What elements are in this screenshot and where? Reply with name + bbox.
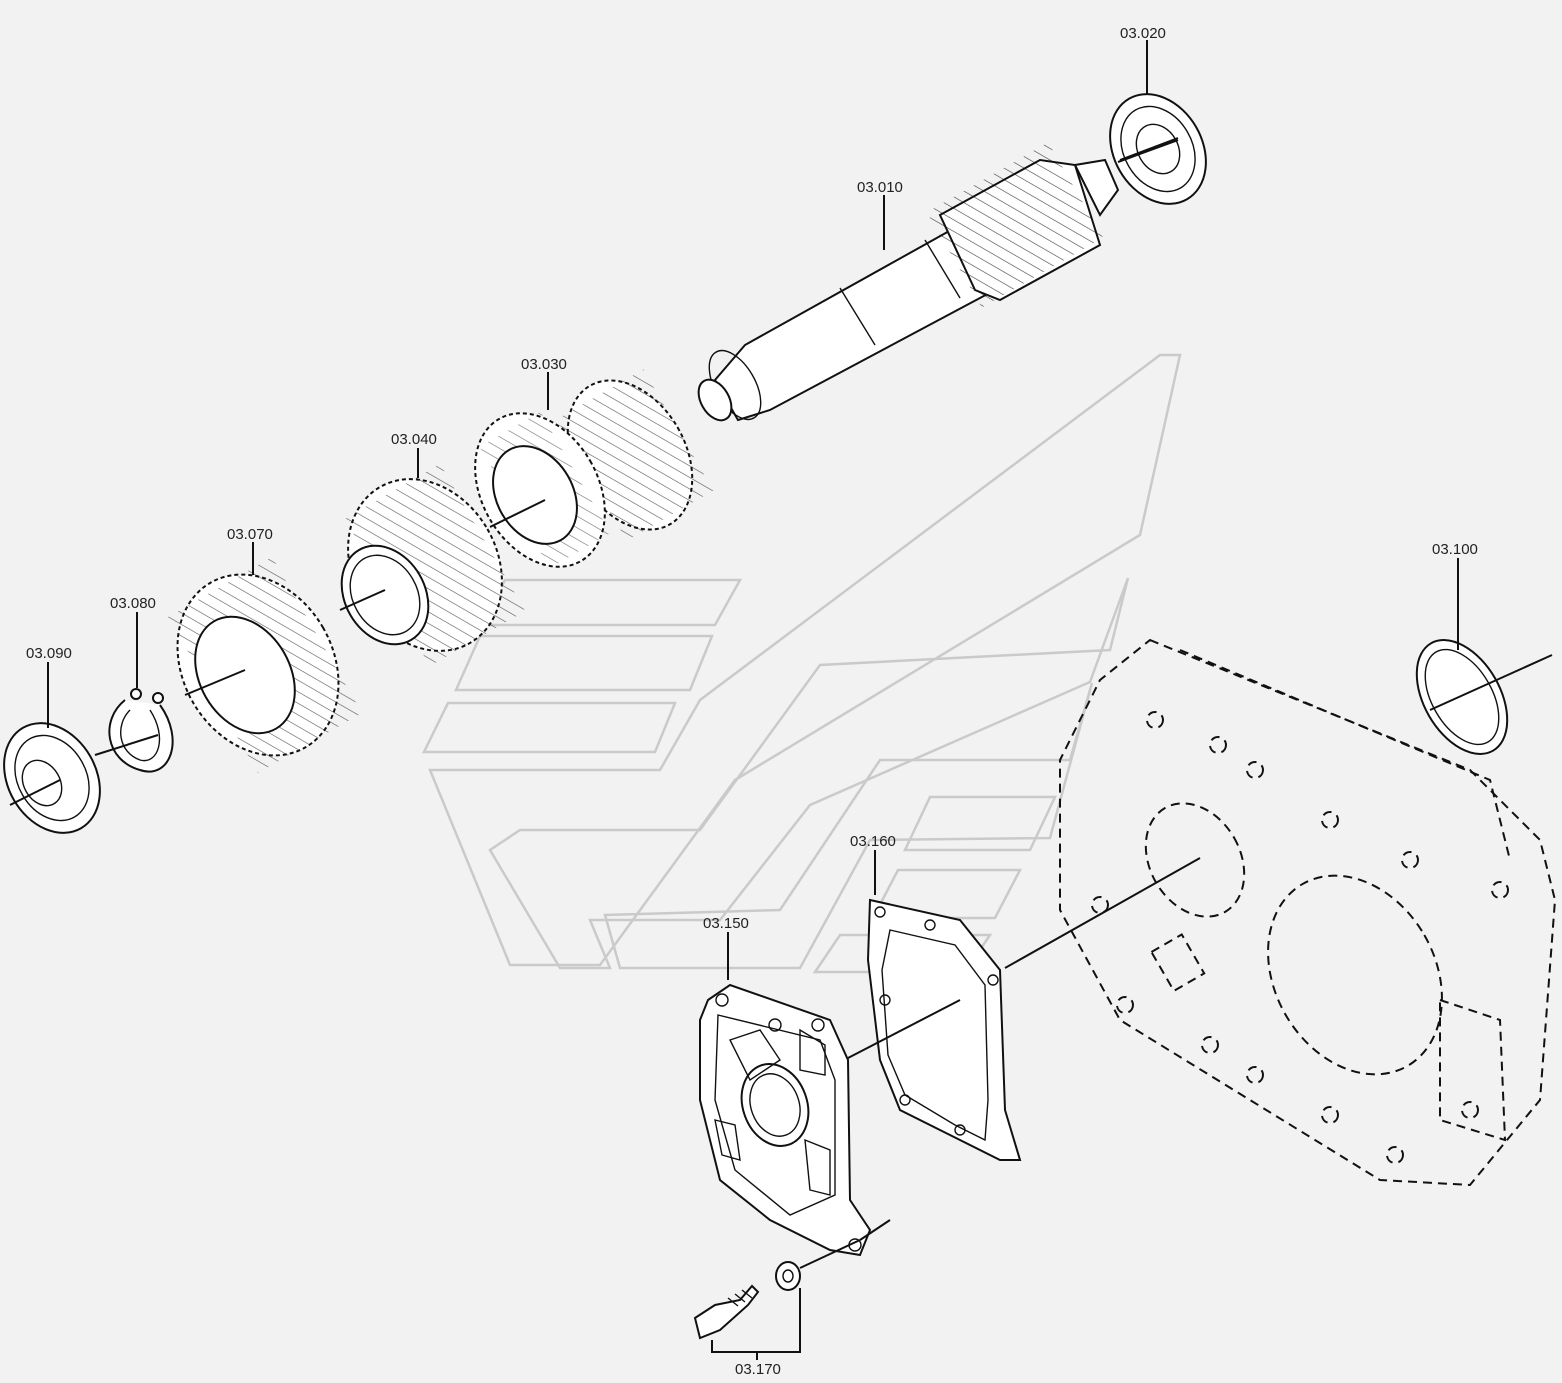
seal-03100 [1415, 639, 1509, 755]
label-03100: 03.100 [1432, 541, 1478, 558]
gear-03030 [474, 369, 714, 569]
label-03040: 03.040 [391, 431, 437, 448]
assembly-axis-lines [9, 139, 1553, 1269]
label-03160: 03.160 [850, 833, 896, 850]
label-03080: 03.080 [110, 595, 156, 612]
label-03010: 03.010 [857, 179, 903, 196]
label-03020: 03.020 [1120, 25, 1166, 42]
label-03090: 03.090 [26, 645, 72, 662]
bolt-03170 [693, 1261, 801, 1340]
label-03030: 03.030 [521, 356, 567, 373]
label-03150: 03.150 [703, 915, 749, 932]
watermark-logo [421, 353, 1182, 974]
bearing-03020 [1109, 93, 1207, 205]
gear-03070 [168, 557, 362, 773]
circlip-03080 [108, 688, 174, 773]
bearing-03090 [3, 722, 101, 834]
label-03070: 03.070 [227, 526, 273, 543]
cover-plate-03150 [699, 983, 872, 1257]
gasket-03160 [866, 898, 1022, 1161]
label-03170: 03.170 [735, 1361, 781, 1378]
shaft-03010 [697, 142, 1120, 422]
gear-03040 [340, 463, 526, 667]
leader-lines [47, 40, 1459, 1360]
part-labels: 03.020 03.010 03.030 03.040 03.070 03.08… [26, 25, 1478, 1378]
